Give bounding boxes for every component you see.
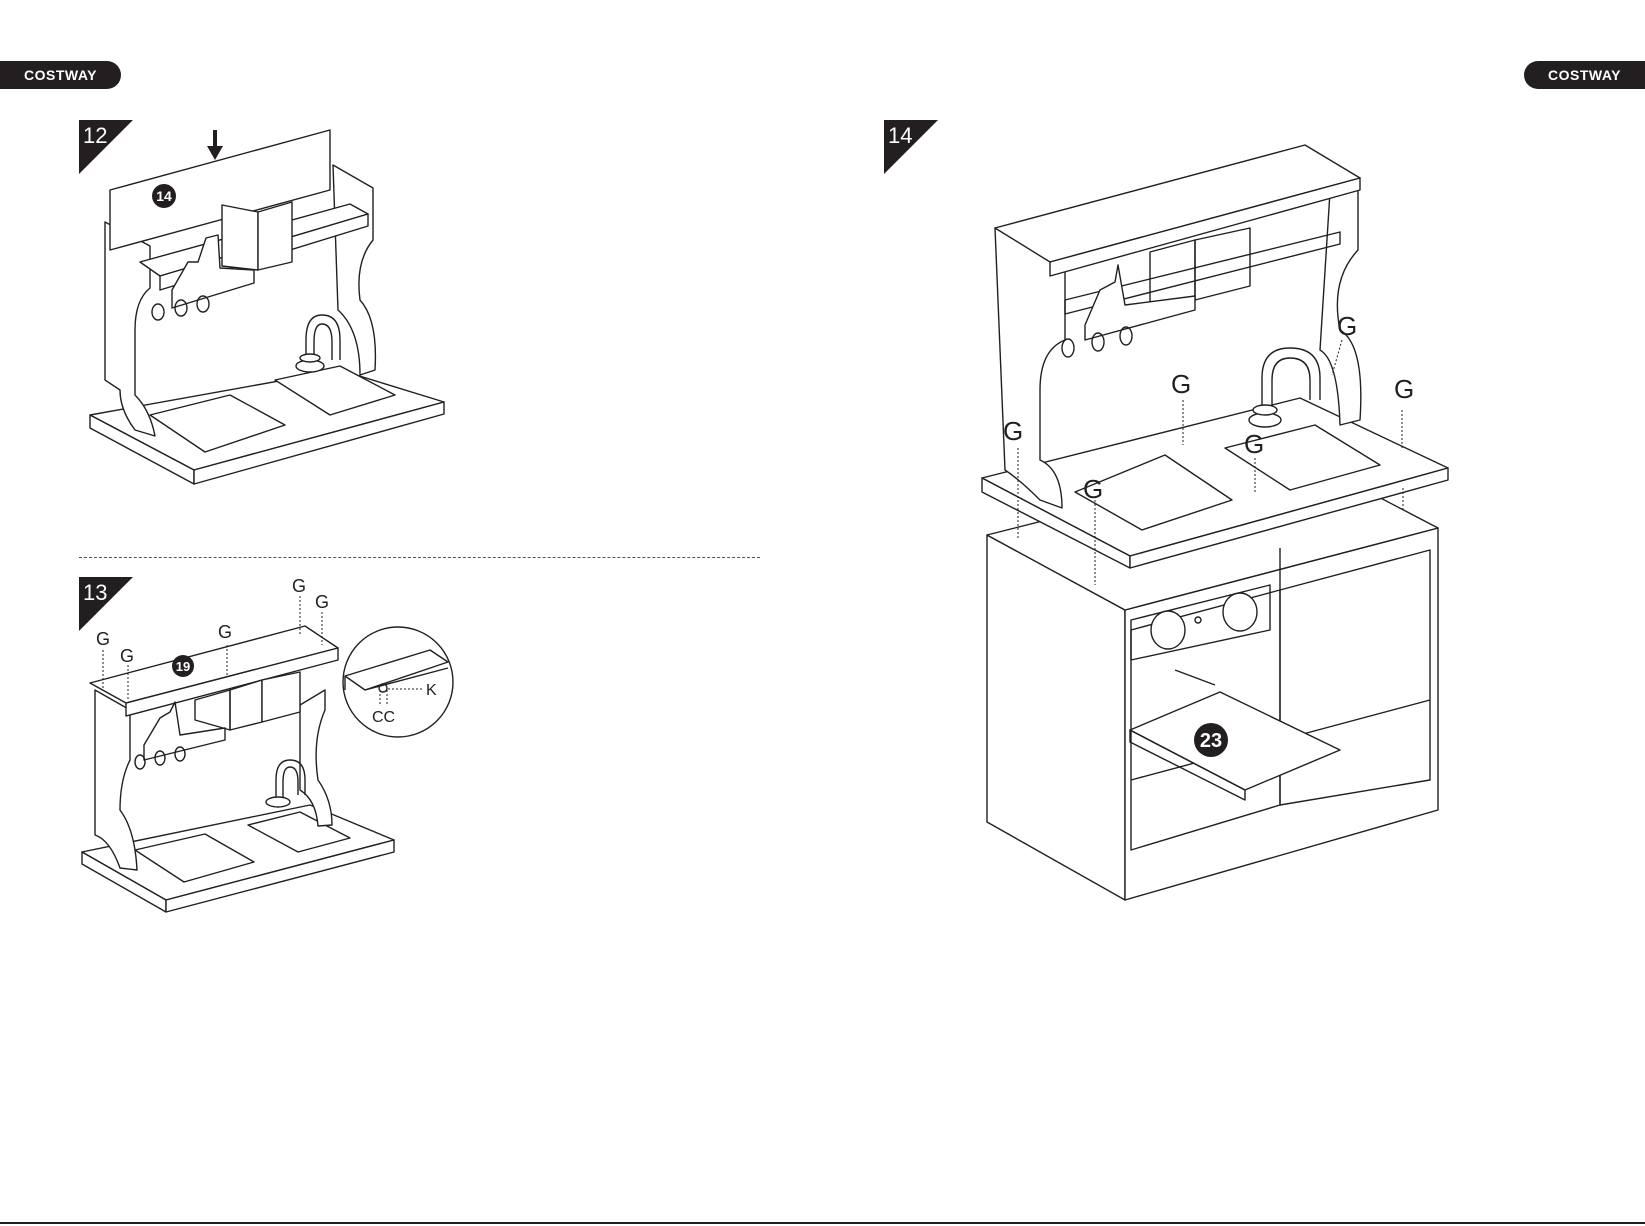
- hardware-g-label: G: [1244, 429, 1264, 459]
- step-13-illustration: G G G G G 19 K CC: [82, 576, 453, 912]
- part-14-number: 14: [156, 188, 172, 204]
- part-23-number: 23: [1200, 730, 1222, 752]
- hardware-cc-label: CC: [372, 709, 395, 726]
- part-19-number: 19: [176, 659, 190, 674]
- hardware-g-label: G: [218, 622, 232, 642]
- hardware-g-label: G: [315, 592, 329, 612]
- hardware-g-label: G: [120, 646, 134, 666]
- step-14-illustration: 23 G: [982, 145, 1448, 900]
- hardware-g-label: G: [1003, 416, 1023, 446]
- hardware-g-label: G: [1083, 474, 1103, 504]
- hardware-g-label: G: [292, 576, 306, 596]
- hardware-g-label: G: [1171, 369, 1191, 399]
- hardware-g-label: G: [1337, 311, 1357, 341]
- hardware-g-label: G: [1394, 374, 1414, 404]
- hardware-k-label: K: [426, 682, 437, 699]
- step-12-illustration: 14: [90, 130, 444, 484]
- hardware-g-label: G: [96, 629, 110, 649]
